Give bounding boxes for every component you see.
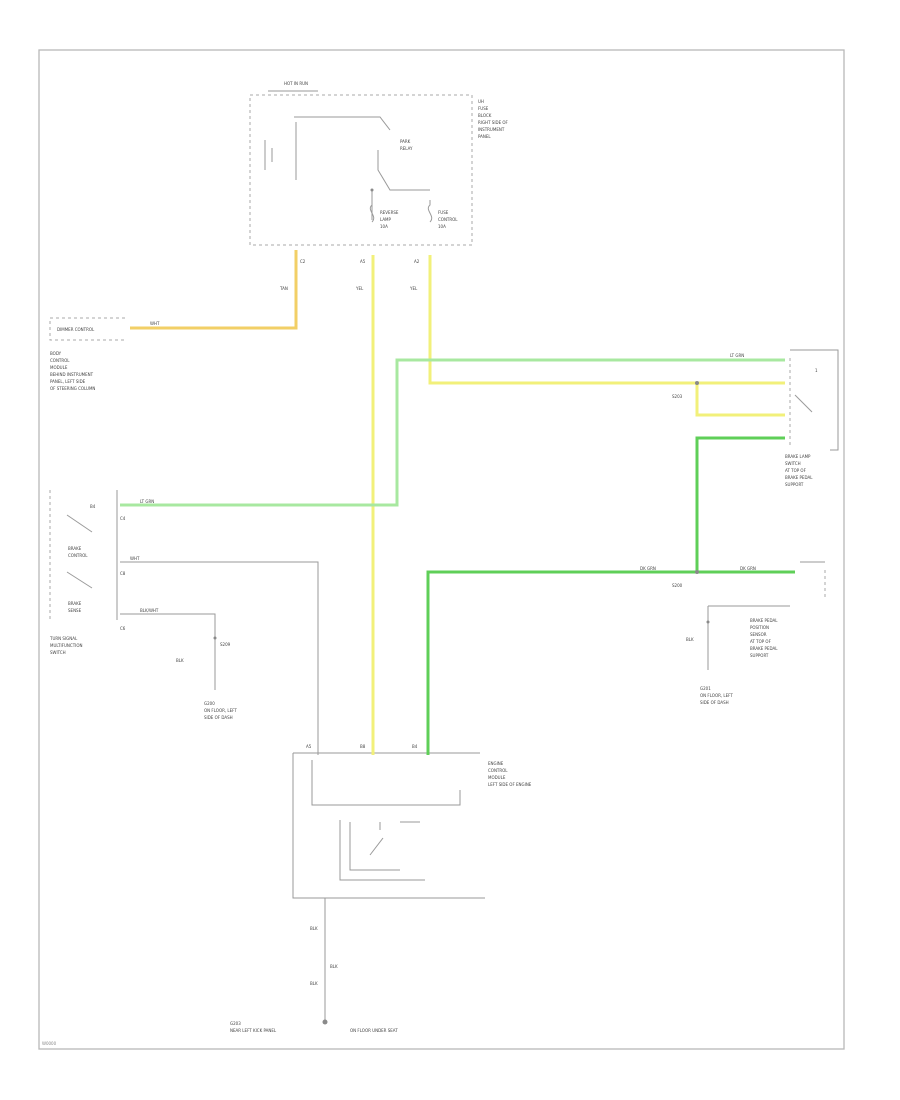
wire-label: BLK/WHT xyxy=(140,608,159,613)
fuse-label: FUSE xyxy=(438,210,449,215)
fuse-block-text: PANEL xyxy=(478,134,491,139)
brake-lamp-switch: 1 BRAKE LAMP SWITCH AT TOP OF BRAKE PEDA… xyxy=(785,349,839,487)
fuse-label: REVERSE xyxy=(380,210,399,215)
ground-label: G200 xyxy=(204,701,215,706)
wire-label: YEL xyxy=(355,286,364,291)
wire-label: LT GRN xyxy=(140,499,154,504)
left-module-text: BODY xyxy=(50,351,62,356)
left-module-text: BEHIND INSTRUMENT xyxy=(50,372,94,377)
relay-label: RELAY xyxy=(400,146,413,151)
ground-label: G203 xyxy=(230,1021,241,1026)
splice-label: S209 xyxy=(220,642,231,647)
wire-dark-green xyxy=(426,570,795,755)
wire-label: DK GRN xyxy=(640,566,656,571)
sensor-caption: POSITION xyxy=(750,625,769,630)
ground-label: ON FLOOR, LEFT xyxy=(204,708,237,713)
wire-label: BLK xyxy=(310,981,318,986)
switch-label: SENSE xyxy=(68,608,82,613)
engine-control-module: ENGINE CONTROL MODULE LEFT SIDE OF ENGIN… xyxy=(292,744,532,899)
ground-label: ON FLOOR UNDER SEAT xyxy=(350,1028,398,1033)
ground-label: SIDE OF DASH xyxy=(700,700,729,705)
wire-label: BLK xyxy=(310,926,318,931)
wire-label: DK GRN xyxy=(740,566,756,571)
left-module-text: MODULE xyxy=(50,365,68,370)
brake-pedal-position-sensor: BRAKE PEDAL POSITION SENSOR AT TOP OF BR… xyxy=(707,561,826,670)
fuse-block-text: RIGHT SIDE OF xyxy=(478,120,509,125)
connector-caption: SUPPORT xyxy=(785,482,804,487)
ecm-title: MODULE xyxy=(488,775,506,780)
wire-yellow-2 xyxy=(428,255,785,385)
ground-label: G201 xyxy=(700,686,711,691)
diagram-frame xyxy=(38,49,845,1050)
ecm-title: CONTROL xyxy=(488,768,508,773)
wire-label: BLK xyxy=(686,637,694,642)
wire-label: TAN xyxy=(279,286,288,291)
left-module-text: PANEL, LEFT SIDE xyxy=(50,379,86,384)
sensor-caption: SENSOR xyxy=(750,632,767,637)
connector-pin-label: 1 xyxy=(815,368,818,373)
wire-label: WHT xyxy=(130,556,140,561)
left-module-text: OF STEERING COLUMN xyxy=(50,386,95,391)
relay-label: PARK xyxy=(400,139,411,144)
fuse-pin-label: C2 xyxy=(300,259,306,264)
ground-label: ON FLOOR, LEFT xyxy=(700,693,733,698)
switch-label: BRAKE xyxy=(68,546,82,551)
fuse-block-text: FUSE xyxy=(478,106,489,111)
sensor-caption: AT TOP OF xyxy=(750,639,772,644)
wire-yellow-3 xyxy=(695,383,785,417)
fuse-label: 10A xyxy=(380,224,388,229)
sensor-caption: SUPPORT xyxy=(750,653,769,658)
wire-label: BLK xyxy=(176,658,184,663)
switch-label: BRAKE xyxy=(68,601,82,606)
switch-caption: TURN SIGNAL xyxy=(49,636,78,641)
wire-tan xyxy=(130,250,298,330)
wire-label: BLK xyxy=(330,964,338,969)
wire-label: YEL xyxy=(409,286,418,291)
fuse-label: 10A xyxy=(438,224,446,229)
footer-code: W0000 xyxy=(42,1041,57,1046)
ground-label: NEAR LEFT KICK PANEL xyxy=(230,1028,277,1033)
fuse-block-header: HOT IN RUN xyxy=(284,81,308,86)
fuse-label: LAMP xyxy=(380,217,392,222)
wire-label: LT GRN xyxy=(730,353,744,358)
fuse-label: CONTROL xyxy=(438,217,458,222)
ecm-title: ENGINE xyxy=(488,761,504,766)
connector-caption: BRAKE PEDAL xyxy=(785,475,813,480)
left-module-text: CONTROL xyxy=(50,358,70,363)
connector-caption: AT TOP OF xyxy=(785,468,807,473)
splice-label: S203 xyxy=(672,394,683,399)
connector-caption: SWITCH xyxy=(785,461,801,466)
sensor-caption: BRAKE PEDAL xyxy=(750,618,778,623)
fuse-pin-label: A5 xyxy=(360,259,366,264)
splice-label: S200 xyxy=(672,583,683,588)
switch-caption: MULTIFUNCTION xyxy=(50,643,82,648)
multifunction-switch: B4 C4 BRAKE CONTROL BRAKE SENSE C8 C6 TU… xyxy=(49,490,126,655)
sensor-caption: BRAKE PEDAL xyxy=(750,646,778,651)
switch-caption: SWITCH xyxy=(50,650,66,655)
wire-label: WHT xyxy=(150,321,160,326)
switch-label: CONTROL xyxy=(68,553,88,558)
wire-dark-green-2 xyxy=(695,436,785,572)
fuse-block-text: INSTRUMENT xyxy=(478,127,505,132)
fuse-block-text: UH xyxy=(478,99,484,104)
ecm-title: LEFT SIDE OF ENGINE xyxy=(488,782,532,787)
connector-caption: BRAKE LAMP xyxy=(785,454,811,459)
fuse-pin-label: A2 xyxy=(414,259,420,264)
ecm-pin-label: B8 xyxy=(360,744,366,749)
fuse-block-text: BLOCK xyxy=(478,113,492,118)
body-control-module: DIMMER CONTROL BODY CONTROL MODULE BEHIN… xyxy=(49,317,125,391)
fuse-block: HOT IN RUN UH FUSE BLOCK RIGHT SIDE OF I… xyxy=(249,81,509,264)
wire-light-green xyxy=(120,358,785,507)
wire-black xyxy=(120,613,216,690)
switch-pin-label: C4 xyxy=(120,516,126,521)
ground-label: SIDE OF DASH xyxy=(204,715,233,720)
ecm-pin-label: B4 xyxy=(412,744,418,749)
left-module-title: DIMMER CONTROL xyxy=(57,327,95,332)
wire-white xyxy=(120,561,319,755)
switch-pin-label: B4 xyxy=(90,504,96,509)
switch-pin-label: C6 xyxy=(120,626,126,631)
ecm-pin-label: A5 xyxy=(306,744,312,749)
switch-pin-label: C8 xyxy=(120,571,126,576)
